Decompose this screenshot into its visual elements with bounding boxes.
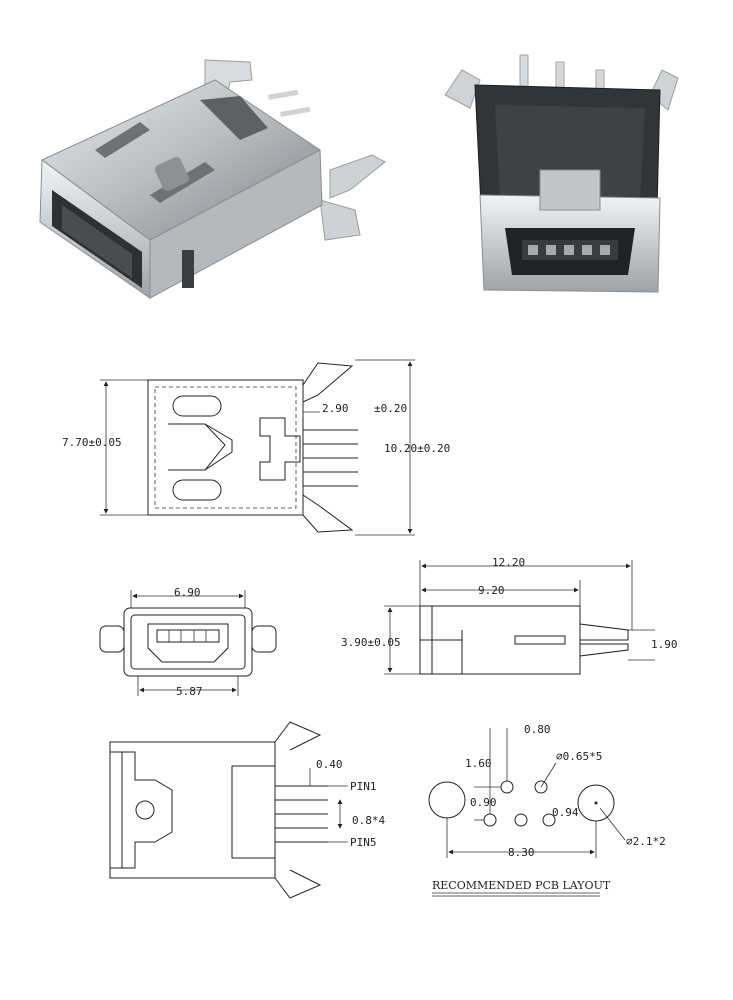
tab-tol-label: ±0.20 [374,402,407,415]
pin-gap-label: 1.90 [651,638,678,651]
top-length-label: 10.20±0.20 [384,442,450,455]
pcb-d2-label: 1.60 [465,757,492,770]
front-outer-label: 6.90 [174,586,201,599]
top-view-drawing [100,359,415,536]
pcb-hole-small-label: ⌀0.65*5 [556,750,602,763]
pin5-label: PIN5 [350,836,377,849]
pcb-d1-label: 0.80 [524,723,551,736]
tab-label: 2.90 [322,402,349,415]
pcb-layout-drawing [428,728,626,897]
top-width-label: 7.70±0.05 [62,436,122,449]
side-view-drawing [384,560,655,675]
side-body-label: 9.20 [478,584,505,597]
connector-photo-rear [444,54,679,293]
pin-width-label: 0.40 [316,758,343,771]
front-view-drawing [99,590,277,696]
pcb-d5-label: 8.30 [508,846,535,859]
front-inner-label: 5.87 [176,685,203,698]
pin-view-drawing [109,721,348,899]
pcb-d3-label: 0.90 [470,796,497,809]
connector-photo-front [39,59,386,299]
pcb-layout-title: RECOMMENDED PCB LAYOUT [432,879,611,892]
pin1-label: PIN1 [350,780,377,793]
side-height-label: 3.90±0.05 [341,636,401,649]
pin-pitch-label: 0.8*4 [352,814,385,827]
pcb-d4-label: 0.94 [552,806,579,819]
side-overall-label: 12.20 [492,556,525,569]
pcb-hole-large-label: ⌀2.1*2 [626,835,666,848]
